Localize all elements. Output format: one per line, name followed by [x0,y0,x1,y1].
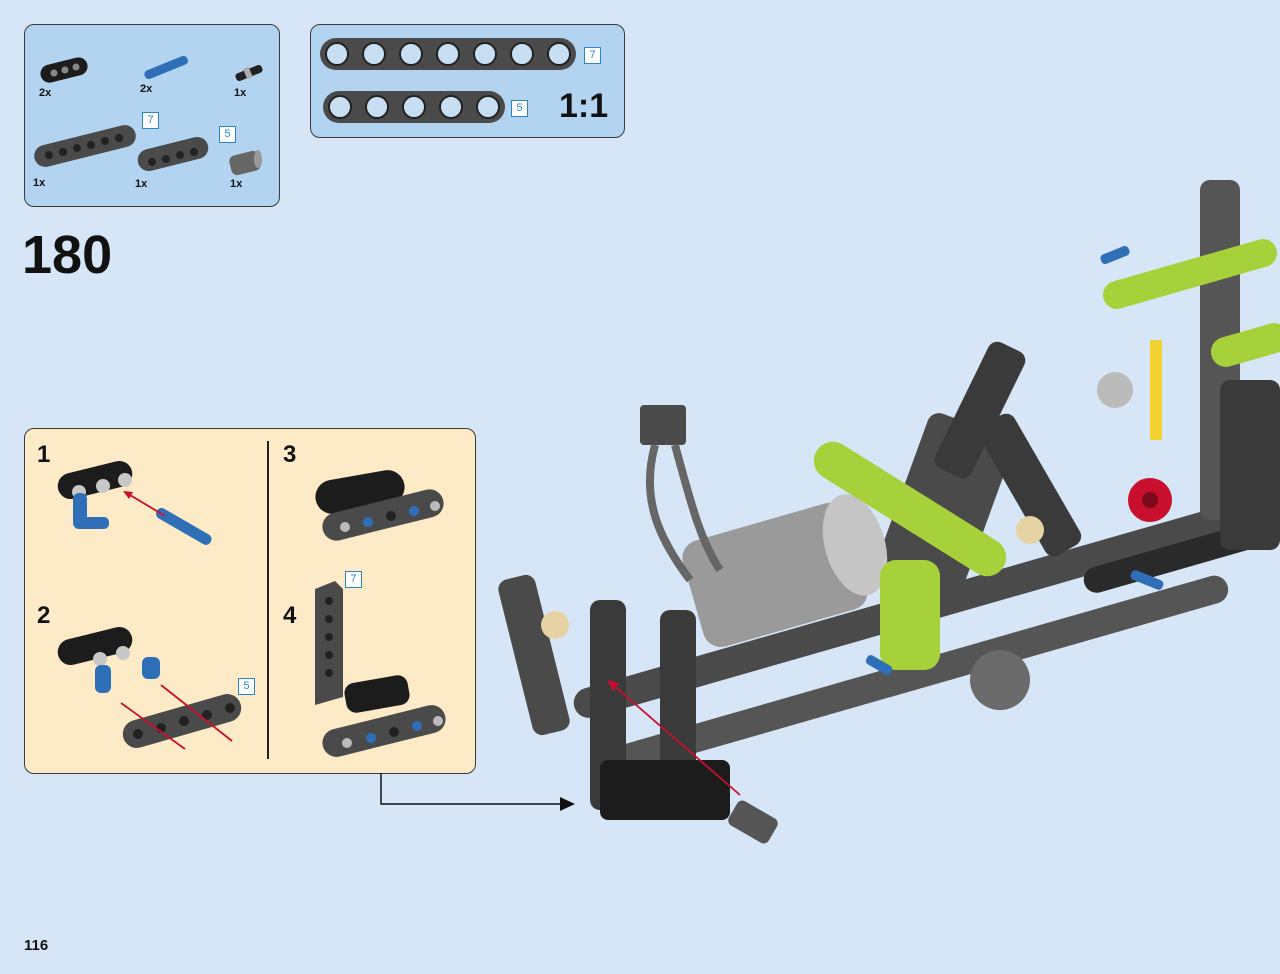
substep-number-2: 2 [37,602,51,629]
insert-arrow [611,683,741,796]
step-number: 180 [22,225,113,285]
qty-label: 1x [135,178,148,190]
qty-label: 1x [230,178,243,190]
gears [541,372,1172,710]
ruler-beams [320,38,576,123]
lime-beams [813,239,1280,670]
qty-label: 2x [140,83,153,95]
beam-5-icon [137,136,209,172]
qty-label: 1x [33,177,46,189]
ruler-callout: 7 5 1:1 [310,24,625,138]
substep-1-art [57,460,212,545]
parts-list-callout: 2x 2x 1x 1x 1x 1x 7 5 [24,24,280,207]
parts-illustration [34,55,263,176]
subassembly-callout: 1 2 3 4 5 7 [24,428,476,774]
ruler-beam-7-icon [320,38,576,70]
subassembly-illustration [57,441,446,759]
substep-2-art [57,626,242,750]
substep-number-4: 4 [283,602,297,629]
motor [640,405,888,648]
substep-number-1: 1 [37,441,51,468]
substep-3-art [315,470,444,541]
blue-pins [865,245,1164,675]
substep-4-length: 7 [345,571,362,588]
substep-number-3: 3 [283,441,297,468]
ruler-length-7: 7 [584,47,601,64]
scale-label: 1:1 [559,87,609,125]
substep-2-length: 5 [238,678,255,695]
length-label: 5 [219,126,236,143]
blue-pin-icon [144,55,188,80]
yellow-axle [1150,340,1162,440]
bush-part [728,800,778,844]
pin-stop-icon [235,64,263,82]
qty-label: 1x [234,87,247,99]
beam-7-icon [34,125,136,167]
ruler-length-5: 5 [511,100,528,117]
substep-4-art [315,581,446,757]
bush-icon [229,150,262,176]
ruler-beam-5-icon [323,91,505,123]
beam-3-icon [40,57,88,83]
page-number: 116 [24,937,49,954]
qty-label: 2x [39,87,52,99]
length-label: 7 [142,112,159,129]
